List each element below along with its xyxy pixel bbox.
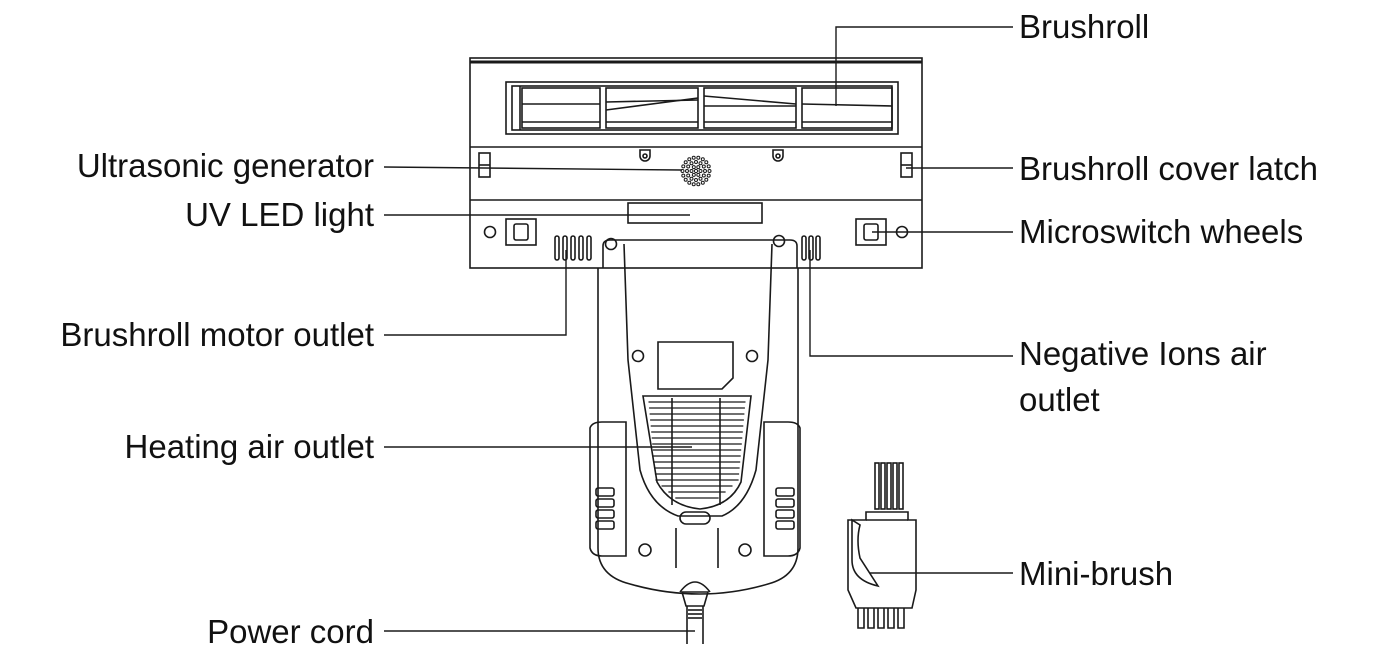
leader-brushroll — [835, 26, 1013, 106]
speaker-hole — [700, 180, 705, 185]
negative-ions-outlet-vents — [801, 235, 821, 261]
speaker-hole — [696, 182, 701, 187]
leader-brushroll-motor-outlet — [384, 250, 567, 336]
speaker-hole — [689, 169, 694, 173]
speaker-hole — [696, 155, 701, 160]
uv-led-window — [627, 202, 763, 224]
speaker-hole — [691, 165, 696, 170]
side-grip-left — [589, 421, 627, 557]
label-power-cord: Power cord — [207, 613, 374, 650]
speaker-hole — [691, 182, 696, 187]
speaker-hole — [683, 160, 688, 165]
speaker-hole — [689, 176, 694, 181]
speaker-hole — [691, 172, 696, 177]
speaker-hole — [701, 173, 706, 178]
speaker-hole — [689, 161, 694, 166]
speaker-hole — [694, 160, 698, 164]
speaker-hole — [698, 161, 703, 166]
speaker-hole — [693, 168, 699, 174]
leader-ultrasonic-generator — [383, 166, 683, 171]
speaker-hole — [680, 169, 685, 173]
speaker-hole — [687, 180, 692, 185]
speaker-hole — [701, 164, 706, 169]
speaker-hole — [683, 177, 688, 182]
speaker-hole — [706, 173, 711, 178]
brushroll-motor-outlet-vents — [554, 235, 592, 261]
label-ultrasonic-generator: Ultrasonic generator — [76, 147, 374, 184]
speaker-hole — [686, 164, 691, 169]
ultrasonic-speaker — [680, 155, 712, 187]
speaker-hole — [698, 169, 703, 173]
speaker-hole — [707, 169, 712, 173]
label-brushroll-motor-outlet: Brushroll motor outlet — [60, 316, 374, 353]
speaker-hole — [686, 173, 691, 178]
power-cord — [679, 581, 711, 644]
mini-brush-illustration — [847, 462, 917, 629]
leader-negative-ions-air-outlet — [809, 250, 1013, 357]
speaker-hole — [687, 157, 692, 162]
body-lower-details — [638, 511, 752, 568]
speaker-hole — [685, 169, 689, 173]
speaker-hole — [706, 164, 711, 169]
label-recess — [657, 341, 734, 390]
speaker-hole — [704, 177, 709, 182]
heating-grille — [642, 395, 752, 510]
brushroll-window — [505, 81, 899, 135]
speaker-hole — [703, 169, 707, 173]
speaker-hole — [700, 157, 705, 162]
side-grip-right — [763, 421, 801, 557]
speaker-hole — [681, 164, 686, 169]
label-negative-ions-air-outlet: Negative Ions air outlet — [1019, 335, 1267, 418]
speaker-hole — [681, 173, 686, 178]
label-heating-air-outlet: Heating air outlet — [124, 428, 374, 465]
vacuum-head — [469, 57, 923, 269]
leader-lines — [383, 26, 1013, 632]
speaker-hole — [696, 172, 701, 177]
speaker-hole — [696, 165, 701, 170]
speaker-hole — [704, 160, 709, 165]
speaker-hole — [694, 178, 698, 182]
label-brushroll: Brushroll — [1019, 8, 1150, 45]
cover-latch-right — [900, 152, 913, 178]
label-microswitch-wheels: Microswitch wheels — [1019, 213, 1304, 250]
vacuum-body — [597, 234, 799, 595]
cover-latch-left — [478, 152, 491, 178]
speaker-hole — [698, 176, 703, 181]
microswitch-left — [483, 218, 537, 246]
speaker-hole — [691, 155, 696, 160]
label-uv-led-light: UV LED light — [185, 196, 374, 233]
label-mini-brush: Mini-brush — [1019, 555, 1174, 592]
head-screws — [639, 149, 784, 162]
label-brushroll-cover-latch: Brushroll cover latch — [1019, 150, 1318, 187]
